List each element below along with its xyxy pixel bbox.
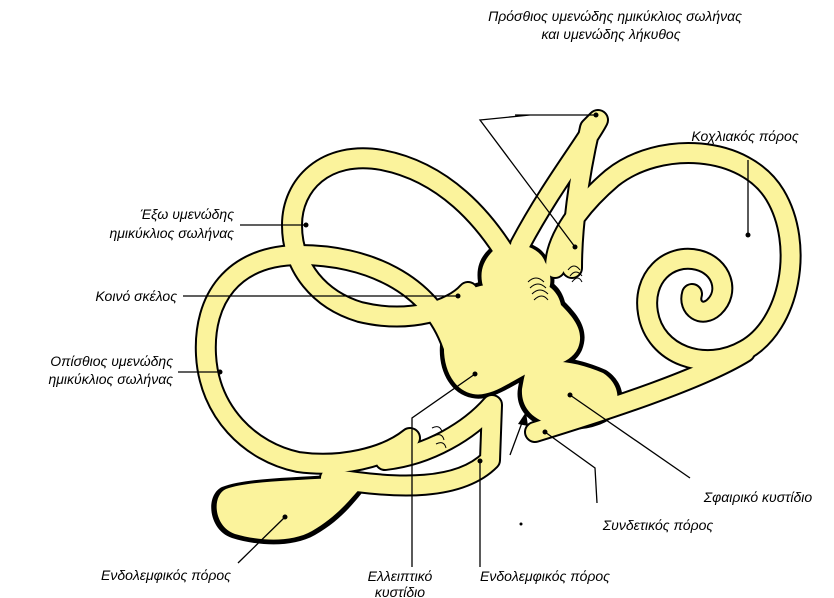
label-posterior-canal-line1: Οπίσθιος υμενώδης: [50, 353, 173, 369]
label-cochlear-duct: Κοχλιακός πόρος: [691, 128, 798, 144]
label-utricle-line2: κυστίδιο: [375, 584, 425, 598]
speck: [520, 523, 523, 526]
leader-ductus-reuniens: [545, 432, 597, 503]
label-lateral-canal-line2: ημικύκλιος σωλήνας: [109, 225, 234, 241]
label-endolymphatic-duct: Ενδολεμφικός πόρος: [480, 568, 610, 584]
label-posterior-canal-line2: ημικύκλιος σωλήνας: [48, 371, 173, 387]
label-ductus-reuniens: Συνδετικός πόρος: [602, 517, 714, 533]
label-saccule: Σφαιρικό κυστίδιο: [703, 489, 813, 505]
label-endolymphatic-sac: Ενδολεμφικός πόρος: [101, 567, 231, 583]
label-anterior-canal-line1: Πρόσθιος υμενώδης ημικύκλιος σωλήνας: [488, 8, 742, 24]
flow-arrow: [510, 420, 523, 455]
label-common-crus: Κοινό σκέλος: [95, 288, 177, 304]
label-anterior-canal-line2: και υμενώδης λήκυθος: [541, 26, 680, 42]
label-lateral-canal-line1: Έξω υμενώδης: [140, 206, 234, 222]
label-utricle-line1: Ελλειπτικό: [368, 568, 433, 584]
